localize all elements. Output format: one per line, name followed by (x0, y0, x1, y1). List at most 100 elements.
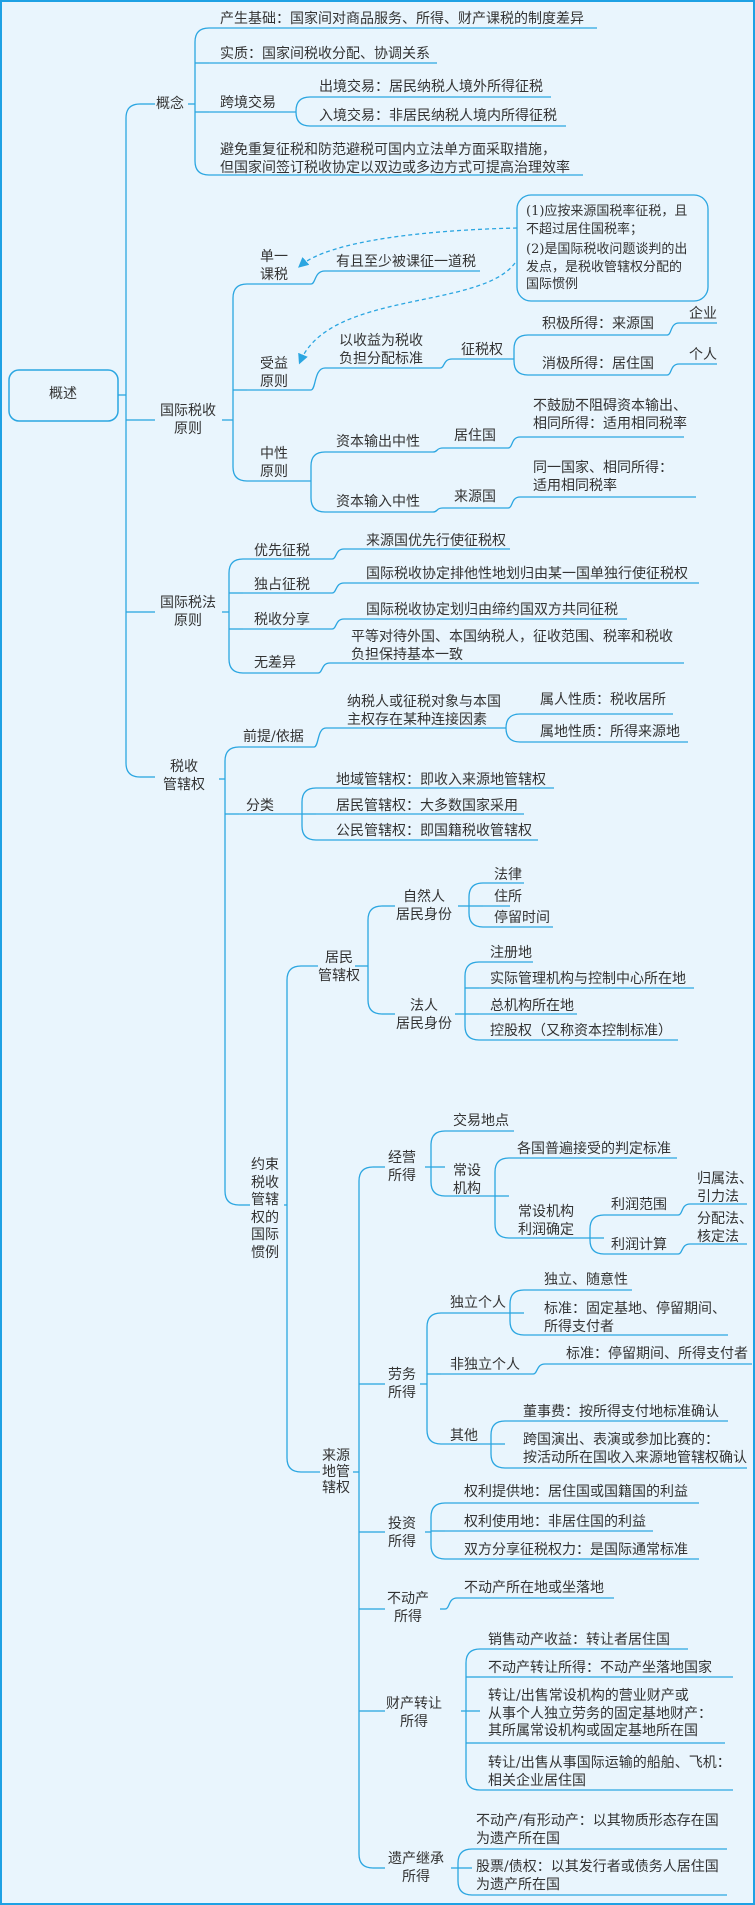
leaf-dependent-1: 标准：停留期间、所得支付者 (566, 1346, 748, 1362)
node-legal-person[interactable]: 法人 居民身份 (396, 998, 452, 1032)
node-cin[interactable]: 资本输入中性 (336, 494, 420, 510)
bracket-connector (286, 965, 302, 1473)
node-real-estate-income[interactable]: 不动产 所得 (387, 1591, 429, 1625)
bracket-connector (358, 1166, 374, 1869)
leaf-head-office: 总机构所在地 (490, 998, 574, 1014)
step-connector (331, 618, 345, 630)
node-natural-person[interactable]: 自然人 居民身份 (396, 889, 452, 923)
leaf-single-desc: 有且至少被课征一道税 (336, 254, 476, 270)
node-other[interactable]: 其他 (450, 1428, 478, 1444)
leaf-essence: 实质：国家间税收分配、协调关系 (220, 46, 430, 62)
node-neutral[interactable]: 中性 原则 (260, 446, 288, 480)
leaf-scope-methods: 归属法、 引力法 (697, 1171, 753, 1205)
step-connector (432, 447, 444, 453)
leaf-domicile: 住所 (494, 889, 522, 905)
node-pe-profit[interactable]: 常设机构 利润确定 (518, 1204, 574, 1238)
node-jurisdiction[interactable]: 税收 管辖权 (163, 759, 205, 793)
node-nondiscrimination[interactable]: 无差异 (254, 655, 296, 671)
bracket-connector (426, 1312, 442, 1445)
leaf-avoid: 避免重复征税和防范避税可国内立法单方面采取措施， 但国家间签订税收协定以双边或多… (220, 142, 570, 176)
leaf-outbound: 出境交易：居民纳税人境外所得征税 (319, 79, 543, 95)
node-business-income[interactable]: 经营 所得 (388, 1150, 416, 1184)
leaf-basis: 产生基础：国家间对商品服务、所得、财产课税的制度差异 (220, 11, 584, 27)
bracket-connector (228, 558, 244, 674)
bracket-connector (457, 1848, 473, 1896)
leaf-individual: 个人 (689, 347, 717, 363)
node-service-income[interactable]: 劳务 所得 (388, 1367, 416, 1401)
step-connector (507, 496, 521, 509)
node-category[interactable]: 分类 (246, 798, 274, 814)
leaf-cen-desc: 不鼓励不阻碍资本输出、 相同所得：适用相同税率 (533, 398, 687, 432)
node-concept[interactable]: 概念 (156, 96, 184, 112)
leaf-other-2: 跨国演出、表演或参加比赛的： 按活动所在国收入来源地管辖权确认 (523, 1432, 747, 1466)
leaf-inheritance-2: 股票/债权：以其发行者或债务人居住国 为遗产所在国 (476, 1859, 719, 1893)
leaf-citizen-jurisdiction: 公民管辖权：即国籍税收管辖权 (336, 823, 532, 839)
node-independent[interactable]: 独立个人 (450, 1295, 506, 1311)
step-connector (331, 582, 345, 594)
node-cross-border[interactable]: 跨境交易 (220, 95, 276, 111)
node-taxing-right[interactable]: 征税权 (461, 342, 503, 358)
callout-note-1: (1)应按来源国税率征税，且 不超过居住国税率； (526, 204, 688, 237)
leaf-exclusive-desc: 国际税收协定排他性地划归由某一国单独行使征税权 (366, 566, 688, 582)
step-connector (310, 270, 326, 285)
step-connector (677, 1203, 691, 1216)
bracket-connector (232, 283, 248, 482)
node-transfer-income[interactable]: 财产转让 所得 (386, 1696, 442, 1730)
step-connector (532, 1363, 546, 1375)
bracket-connector (494, 1157, 510, 1239)
node-single-tax[interactable]: 单一 课税 (260, 249, 288, 283)
node-exclusive[interactable]: 独占征税 (254, 577, 310, 593)
leaf-management: 实际管理机构与控制中心所在地 (490, 971, 686, 987)
leaf-calc-methods: 分配法、 核定法 (697, 1211, 753, 1245)
bracket-connector (194, 27, 210, 176)
bracket-connector (430, 1130, 446, 1197)
node-source-country[interactable]: 来源国 (454, 489, 496, 505)
step-connector (313, 727, 327, 748)
leaf-investment-1: 权利提供地：居住国或国籍国的利益 (464, 1484, 688, 1500)
leaf-territorial: 属地性质：所得来源地 (540, 724, 680, 740)
bracket-connector (465, 1648, 481, 1791)
callout-box (516, 194, 709, 302)
bracket-connector (310, 451, 326, 513)
bracket-connector (125, 103, 141, 778)
node-residence-jurisdiction[interactable]: 居民 管辖权 (318, 950, 360, 984)
node-premise-desc[interactable]: 纳税人或征税对象与本国 主权存在某种连接因素 (347, 694, 501, 728)
bracket-connector (589, 1214, 605, 1255)
node-profit-scope[interactable]: 利润范围 (611, 1197, 667, 1213)
leaf-active-income: 积极所得：来源国 (542, 316, 654, 332)
bracket-connector (513, 334, 529, 376)
node-sharing[interactable]: 税收分享 (254, 612, 310, 628)
node-tax-principles[interactable]: 国际税收 原则 (160, 403, 216, 437)
leaf-transfer-3: 转让/出售常设机构的营业财产或 从事个人独立劳务的固定基地财产： 其所属常设机构… (488, 1688, 712, 1739)
node-investment-income[interactable]: 投资 所得 (388, 1516, 416, 1550)
leaf-other-1: 董事费：按所得支付地标准确认 (523, 1404, 719, 1420)
node-premise[interactable]: 前提/依据 (243, 729, 304, 745)
node-pe[interactable]: 常设 机构 (453, 1163, 481, 1197)
node-source-jurisdiction[interactable]: 来源 地管 辖权 (322, 1448, 350, 1496)
leaf-real-estate: 不动产所在地或坐落地 (464, 1580, 604, 1596)
node-tax-law-principles[interactable]: 国际税法 原则 (160, 595, 216, 629)
node-benefit[interactable]: 受益 原则 (260, 356, 288, 390)
node-conventions[interactable]: 约束 税收 管辖 权的 国际 惯例 (251, 1157, 279, 1261)
node-residence-country[interactable]: 居住国 (454, 428, 496, 444)
leaf-resident-jurisdiction: 居民管辖权：大多数国家采用 (336, 798, 518, 814)
bracket-connector (505, 713, 521, 743)
bracket-connector (224, 746, 240, 1206)
step-connector (310, 367, 326, 391)
node-dependent[interactable]: 非独立个人 (450, 1357, 520, 1373)
root-node[interactable]: 概述 (49, 386, 77, 402)
leaf-law: 法律 (494, 867, 522, 883)
leaf-personal: 属人性质：税收居所 (540, 692, 666, 708)
node-cen[interactable]: 资本输出中性 (336, 434, 420, 450)
leaf-enterprise: 企业 (689, 306, 717, 322)
node-profit-calc[interactable]: 利润计算 (611, 1237, 667, 1253)
leaf-investment-2: 权利使用地：非居住国的利益 (464, 1514, 646, 1530)
step-connector (432, 507, 444, 513)
node-inheritance-income[interactable]: 遗产继承 所得 (388, 1851, 444, 1885)
dashed-arrow (298, 262, 516, 365)
bracket-connector (295, 96, 311, 127)
leaf-transfer-1: 销售动产收益：转让者居住国 (488, 1632, 670, 1648)
step-connector (331, 548, 345, 560)
leaf-passive-income: 消极所得：居住国 (542, 356, 654, 372)
node-priority[interactable]: 优先征税 (254, 543, 310, 559)
